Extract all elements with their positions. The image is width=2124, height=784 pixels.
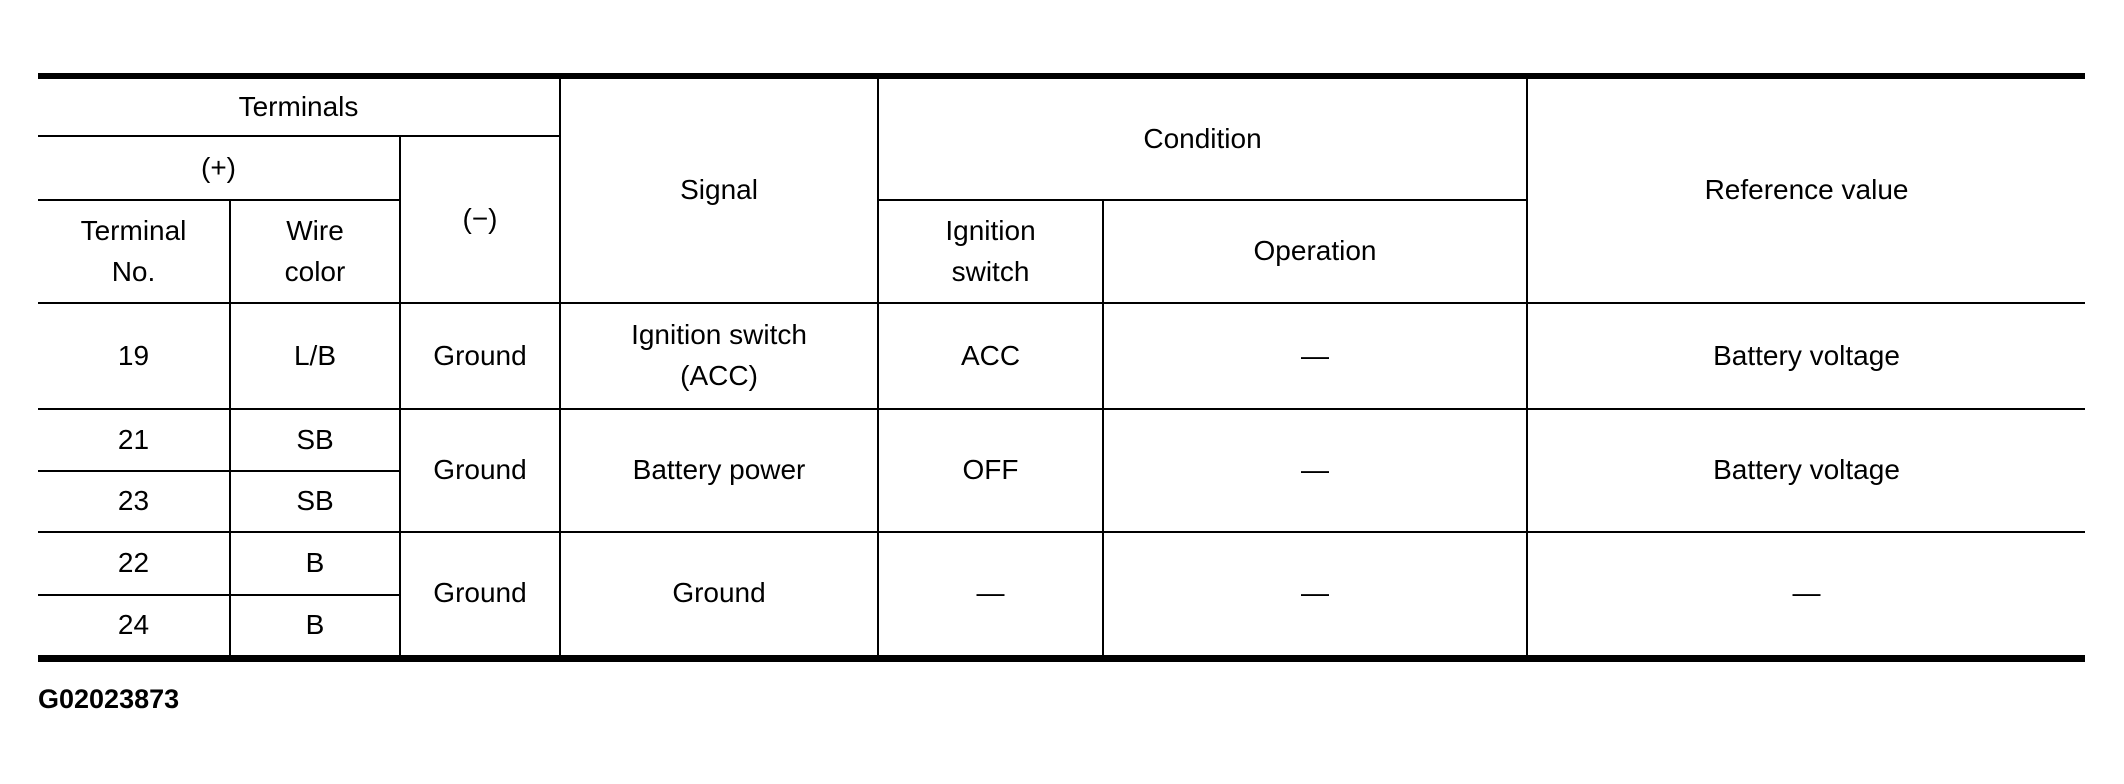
minus-cell: Ground xyxy=(398,531,562,659)
reference-value-header-cell: Reference value xyxy=(1526,75,2086,304)
wire-color-header-cell: Wire color xyxy=(229,199,401,304)
condition-header-cell: Condition xyxy=(877,75,1529,201)
ignition-switch-cell: ACC xyxy=(877,302,1105,410)
signal-cell: Ignition switch (ACC) xyxy=(559,302,880,410)
figure-id-label: G02023873 xyxy=(38,684,180,714)
ignition-switch-cell: — xyxy=(877,531,1105,659)
wire-color-cell: L/B xyxy=(229,302,401,410)
terminals-header-cell: Terminals xyxy=(38,75,562,137)
signal-cell: Ground xyxy=(559,531,880,659)
minus-cell: Ground xyxy=(398,302,562,410)
signal-cell: Battery power xyxy=(559,408,880,533)
wire-color-cell: SB xyxy=(229,470,401,533)
wire-color-cell: B xyxy=(229,531,401,596)
minus-cell: Ground xyxy=(398,408,562,533)
wire-color-cell: SB xyxy=(229,408,401,472)
minus-header-cell: (−) xyxy=(398,135,562,304)
signal-header-cell: Signal xyxy=(559,75,880,304)
reference-value-cell: — xyxy=(1526,531,2086,659)
reference-value-cell: Battery voltage xyxy=(1526,408,2086,533)
operation-cell: — xyxy=(1102,531,1529,659)
wire-color-cell: B xyxy=(229,594,401,659)
reference-value-cell: Battery voltage xyxy=(1526,302,2086,410)
terminal-no-cell: 24 xyxy=(38,594,231,659)
ignition-switch-cell: OFF xyxy=(877,408,1105,533)
operation-cell: — xyxy=(1102,302,1529,410)
terminal-no-header-cell: Terminal No. xyxy=(38,199,231,304)
terminal-no-cell: 21 xyxy=(38,408,231,472)
terminal-no-cell: 19 xyxy=(38,302,231,410)
operation-header-cell: Operation xyxy=(1102,199,1529,304)
ignition-switch-header-cell: Ignition switch xyxy=(877,199,1105,304)
terminal-no-cell: 22 xyxy=(38,531,231,596)
plus-header-cell: (+) xyxy=(38,135,401,201)
terminal-reference-table: Terminals Signal Condition Reference val… xyxy=(38,73,2086,662)
terminal-no-cell: 23 xyxy=(38,470,231,533)
operation-cell: — xyxy=(1102,408,1529,533)
